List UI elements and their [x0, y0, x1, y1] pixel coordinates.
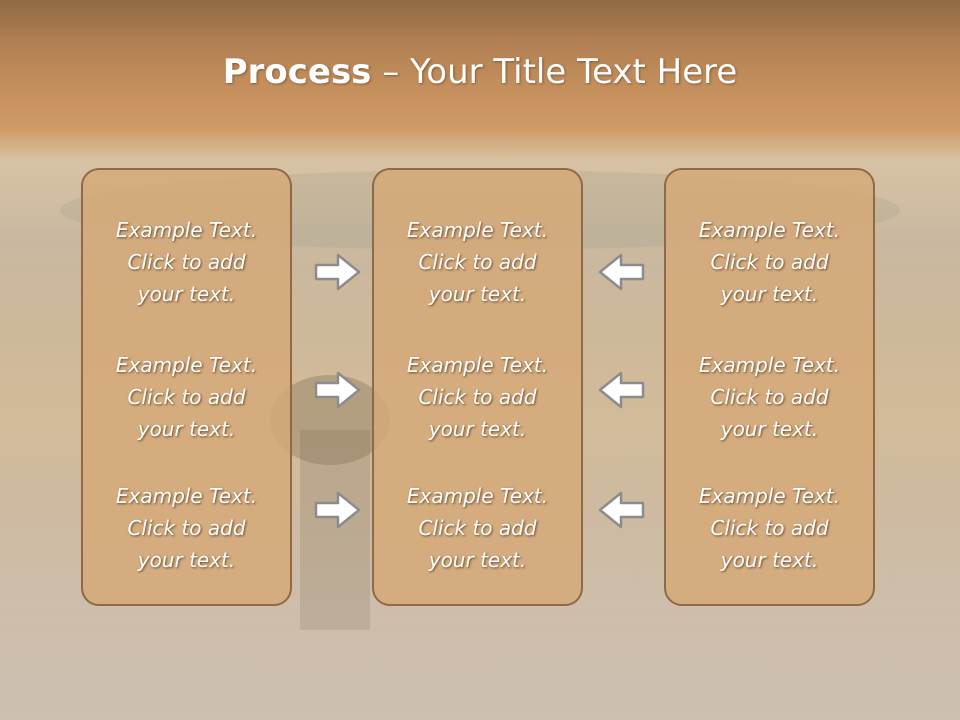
process-box-center[interactable]: Example Text. Click to add your text. Ex… — [372, 168, 583, 606]
process-box-left[interactable]: Example Text. Click to add your text. Ex… — [81, 168, 292, 606]
title-rest: – Your Title Text Here — [371, 52, 738, 92]
box-text[interactable]: Example Text. Click to add your text. — [698, 218, 841, 306]
arrow-right-icon — [314, 491, 361, 529]
box-text[interactable]: Example Text. Click to add your text. — [406, 218, 549, 306]
arrow-right-icon — [314, 253, 361, 291]
arrow-left-icon — [598, 253, 645, 291]
process-box-right[interactable]: Example Text. Click to add your text. Ex… — [664, 168, 875, 606]
arrow-right-icon — [314, 371, 361, 409]
title-bold: Process — [222, 52, 372, 92]
arrow-left-icon — [598, 491, 645, 529]
box-text[interactable]: Example Text. Click to add your text. — [115, 218, 258, 306]
box-text[interactable]: Example Text. Click to add your text. — [698, 484, 841, 572]
box-text[interactable]: Example Text. Click to add your text. — [406, 353, 549, 441]
box-text[interactable]: Example Text. Click to add your text. — [406, 484, 549, 572]
box-text[interactable]: Example Text. Click to add your text. — [698, 353, 841, 441]
arrow-left-icon — [598, 371, 645, 409]
box-text[interactable]: Example Text. Click to add your text. — [115, 484, 258, 572]
box-text[interactable]: Example Text. Click to add your text. — [115, 353, 258, 441]
slide-title[interactable]: Process – Your Title Text Here — [0, 52, 960, 92]
